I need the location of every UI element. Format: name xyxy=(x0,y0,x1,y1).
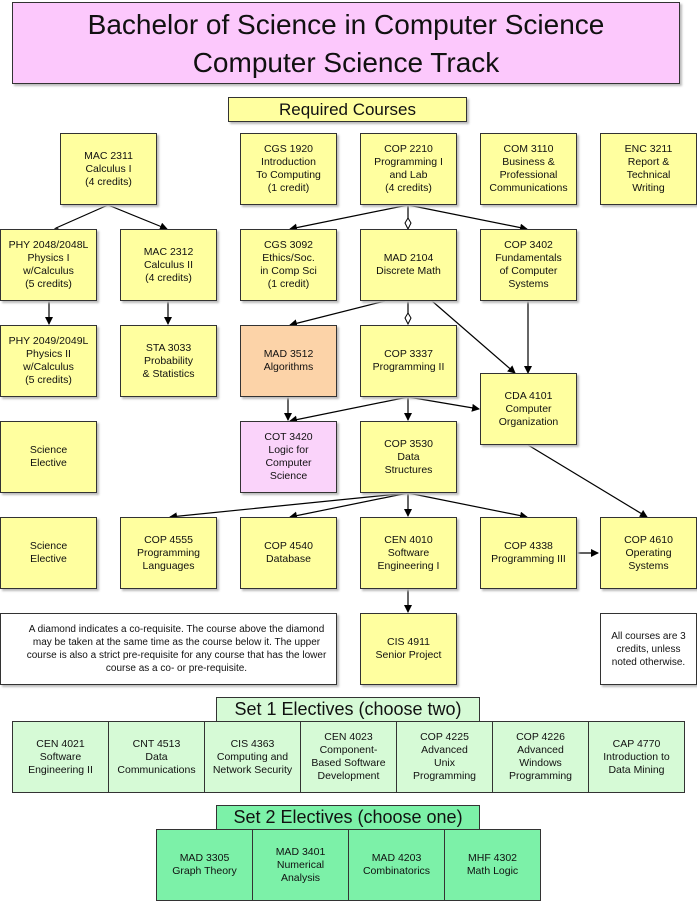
course-cop4555[interactable]: COP 4555 Programming Languages xyxy=(120,517,217,589)
edge-cop3530-cop4338 xyxy=(407,492,528,520)
edge-cop3530-cop4540 xyxy=(289,492,409,520)
edge-mad2104-cda4101 xyxy=(431,300,516,374)
course-phy2048[interactable]: PHY 2048/2048L Physics I w/Calculus (5 c… xyxy=(0,229,97,301)
course-cop3530[interactable]: COP 3530 Data Structures xyxy=(360,421,457,493)
course-mac2311[interactable]: MAC 2311 Calculus I (4 credits) xyxy=(60,133,157,205)
legend-note: A diamond indicates a co-requisite. The … xyxy=(0,613,337,685)
edge-cda4101-cop4610 xyxy=(527,444,648,518)
edge-mad2104-mad3512 xyxy=(289,300,386,328)
course-cot3420[interactable]: COT 3420 Logic for Computer Science xyxy=(240,421,337,493)
course-mad2104[interactable]: MAD 2104 Discrete Math xyxy=(360,229,457,301)
course-cop2210[interactable]: COP 2210 Programming I and Lab (4 credit… xyxy=(360,133,457,205)
credits-note: All courses are 3 credits, unless noted … xyxy=(600,613,697,685)
set2-course[interactable]: MAD 4203 Combinatorics xyxy=(348,829,445,901)
edge-cop3337-cot3420 xyxy=(289,396,409,424)
set2-course[interactable]: MHF 4302 Math Logic xyxy=(444,829,541,901)
edge-cop3337-cda4101 xyxy=(407,396,480,412)
coreq-diamond-icon xyxy=(404,312,412,326)
course-enc3211[interactable]: ENC 3211 Report & Technical Writing xyxy=(600,133,697,205)
set1-course[interactable]: CEN 4021 Software Engineering II xyxy=(12,721,109,793)
set1-course[interactable]: COP 4226 Advanced Windows Programming xyxy=(492,721,589,793)
edge-cop3530-cop4555 xyxy=(169,492,409,521)
set1-course[interactable]: CIS 4363 Computing and Network Security xyxy=(204,721,301,793)
course-cop3337[interactable]: COP 3337 Programming II xyxy=(360,325,457,397)
edge-mac2311-phy2048 xyxy=(55,204,109,229)
course-mac2312[interactable]: MAC 2312 Calculus II (4 credits) xyxy=(120,229,217,301)
course-phy2049[interactable]: PHY 2049/2049L Physics II w/Calculus (5 … xyxy=(0,325,97,397)
course-mad3512[interactable]: MAD 3512 Algorithms xyxy=(240,325,337,397)
set1-course[interactable]: CEN 4023 Component- Based Software Devel… xyxy=(300,721,397,793)
course-sta3033[interactable]: STA 3033 Probability & Statistics xyxy=(120,325,217,397)
set2-course[interactable]: MAD 3401 Numerical Analysis xyxy=(252,829,349,901)
course-cda4101[interactable]: CDA 4101 Computer Organization xyxy=(480,373,577,445)
course-cop4338[interactable]: COP 4338 Programming III xyxy=(480,517,577,589)
set1-electives-header: Set 1 Electives (choose two) xyxy=(216,697,480,722)
set1-course[interactable]: CAP 4770 Introduction to Data Mining xyxy=(588,721,685,793)
title-line-2: Computer Science Track xyxy=(192,47,500,78)
coreq-diamond-icon xyxy=(404,217,412,231)
course-cop4610[interactable]: COP 4610 Operating Systems xyxy=(600,517,697,589)
edge-mac2311-mac2312 xyxy=(107,204,168,231)
set1-course[interactable]: CNT 4513 Data Communications xyxy=(108,721,205,793)
edge-cop2210-cop3402 xyxy=(407,204,528,232)
course-cen4010[interactable]: CEN 4010 Software Engineering I xyxy=(360,517,457,589)
title-line-1: Bachelor of Science in Computer Science xyxy=(87,9,605,40)
course-cis4911[interactable]: CIS 4911 Senior Project xyxy=(360,613,457,685)
set2-electives-header: Set 2 Electives (choose one) xyxy=(216,805,480,830)
course-cgs1920[interactable]: CGS 1920 Introduction To Computing (1 cr… xyxy=(240,133,337,205)
set2-course[interactable]: MAD 3305 Graph Theory xyxy=(156,829,253,901)
course-cop4540[interactable]: COP 4540 Database xyxy=(240,517,337,589)
course-science-elective-2[interactable]: Science Elective xyxy=(0,517,97,589)
required-courses-header: Required Courses xyxy=(228,97,467,122)
course-cgs3092[interactable]: CGS 3092 Ethics/Soc. in Comp Sci (1 cred… xyxy=(240,229,337,301)
course-com3110[interactable]: COM 3110 Business & Professional Communi… xyxy=(480,133,577,205)
set1-course[interactable]: COP 4225 Advanced Unix Programming xyxy=(396,721,493,793)
course-science-elective-1[interactable]: Science Elective xyxy=(0,421,97,493)
course-cop3402[interactable]: COP 3402 Fundamentals of Computer System… xyxy=(480,229,577,301)
page-title: Bachelor of Science in Computer Science … xyxy=(12,2,680,84)
edge-cop2210-cgs3092 xyxy=(289,204,409,232)
